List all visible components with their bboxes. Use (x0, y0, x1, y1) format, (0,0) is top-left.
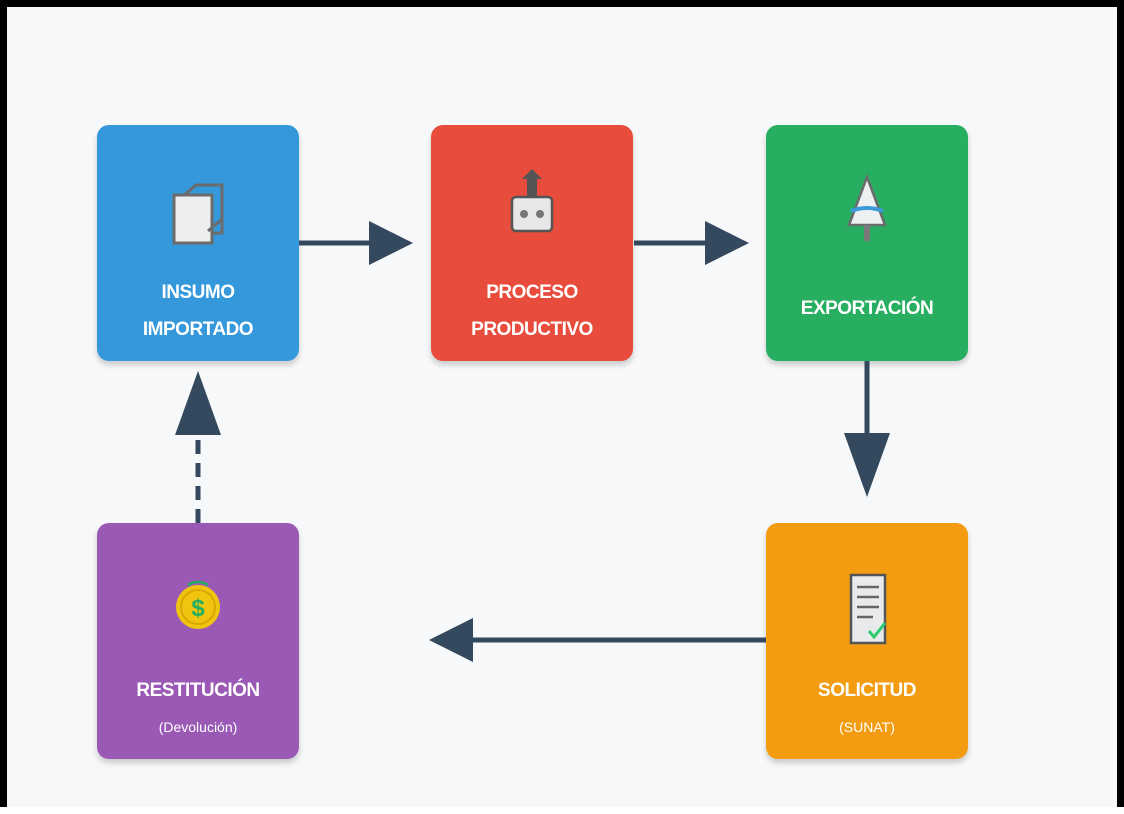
coin-dollar-icon: $ (176, 580, 220, 629)
ship-icon (847, 173, 887, 241)
folder-icon (172, 183, 224, 245)
node-label: EXPORTACIÓN (800, 298, 934, 319)
node-label-line1: RESTITUCIÓN (136, 680, 260, 701)
document-check-icon (849, 573, 887, 645)
node-label-line2: PRODUCTIVO (471, 319, 593, 340)
svg-text:$: $ (191, 595, 205, 622)
node-sublabel: (Devolución) (158, 719, 238, 735)
node-sublabel: (SUNAT) (839, 719, 895, 735)
factory-machine-icon (510, 169, 554, 233)
node-label-line1: SOLICITUD (818, 680, 916, 701)
node-restitucion: $ RESTITUCIÓN (Devolución) (97, 523, 299, 759)
arrow-exportacion-to-solicitud (844, 361, 890, 497)
arrow-proceso-to-exportacion (634, 221, 749, 265)
arrow-solicitud-to-restitucion (429, 618, 766, 662)
node-exportacion: EXPORTACIÓN (766, 125, 968, 361)
node-insumo-importado: INSUMO IMPORTADO (97, 125, 299, 361)
arrow-restitucion-to-insumo (175, 371, 221, 523)
node-solicitud: SOLICITUD (SUNAT) (766, 523, 968, 759)
node-label-line1: PROCESO (486, 282, 578, 303)
node-proceso-productivo: PROCESO PRODUCTIVO (431, 125, 633, 361)
node-label-line2: IMPORTADO (142, 319, 254, 340)
node-label-line1: INSUMO (161, 282, 236, 303)
arrow-insumo-to-proceso (299, 221, 413, 265)
